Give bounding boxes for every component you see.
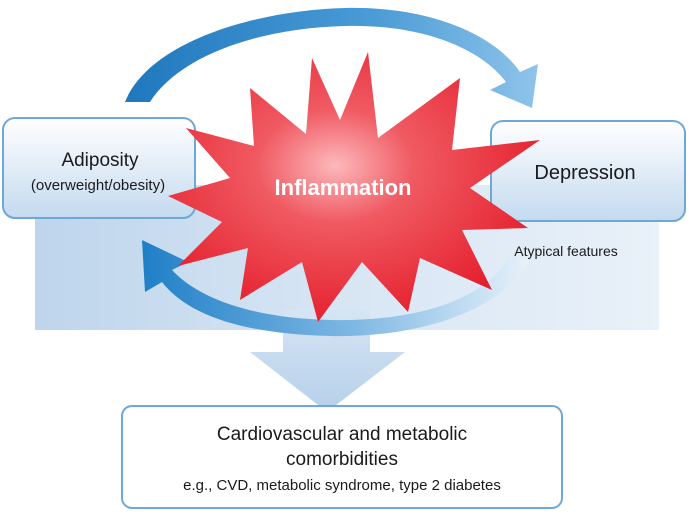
comorbidities-line1: Cardiovascular and metabolic <box>217 424 467 445</box>
comorbidities-box <box>121 405 563 509</box>
top-cycle-arrow <box>125 7 538 108</box>
adiposity-subtitle: (overweight/obesity) <box>31 177 165 194</box>
adiposity-box <box>2 117 196 219</box>
inflammation-burst <box>168 52 540 322</box>
atypical-features-note: Atypical features <box>514 243 618 259</box>
down-arrow <box>250 310 405 412</box>
comorbidities-examples: e.g., CVD, metabolic syndrome, type 2 di… <box>183 477 501 494</box>
comorbidities-line2: comorbidities <box>286 449 398 470</box>
bottom-cycle-arrow <box>142 240 530 337</box>
depression-title: Depression <box>534 162 635 184</box>
inflammation-label: Inflammation <box>275 175 412 200</box>
adiposity-title: Adiposity <box>61 150 139 171</box>
